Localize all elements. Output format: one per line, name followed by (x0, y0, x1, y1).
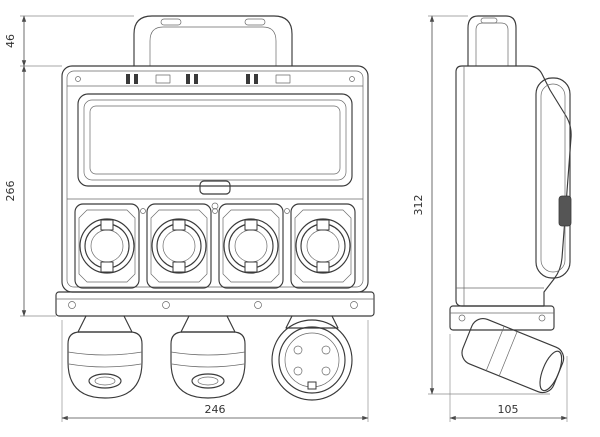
plate-screw (284, 208, 290, 214)
schuko-earth-notch (172, 219, 186, 231)
cee-keyway (307, 381, 317, 390)
socket-plate-1 (74, 203, 140, 289)
side-body (455, 65, 572, 307)
dim-label-46: 46 (4, 34, 17, 48)
transparent-lid (67, 93, 363, 210)
cee-pin-hole (321, 345, 331, 355)
dim-label-105: 105 (498, 403, 519, 416)
handle-grip-pad (160, 18, 182, 26)
plate-screw (212, 208, 218, 214)
side-cee-outlet (461, 318, 565, 394)
dimension-body-width: 246 (61, 320, 369, 422)
cee-socket-front (271, 315, 353, 401)
plate-screw (140, 208, 146, 214)
lid-latch-tab (199, 180, 231, 195)
schuko-earth-notch (244, 219, 258, 231)
bottom-flange (55, 291, 375, 317)
front-view (55, 15, 375, 401)
schuko-earth-notch (316, 219, 330, 231)
side-lid-panel (535, 77, 571, 279)
schuko-earth-notch (100, 219, 114, 231)
dimension-handle-height: 46 (4, 15, 134, 67)
dim-label-266: 266 (4, 181, 17, 202)
bottom-capped-socket-middle (170, 315, 246, 399)
carry-handle (133, 15, 293, 67)
bottom-capped-socket-left (67, 315, 143, 399)
dim-label-312: 312 (412, 195, 425, 216)
cee-pin-hole (293, 366, 303, 376)
schuko-earth-notch (316, 261, 330, 273)
schuko-earth-notch (172, 261, 186, 273)
schuko-earth-notch (100, 261, 114, 273)
side-base (449, 305, 555, 331)
dimension-body-height: 266 (4, 65, 56, 317)
schuko-earth-notch (244, 261, 258, 273)
cap-pull-tab (191, 373, 225, 389)
dim-label-246: 246 (205, 403, 226, 416)
dimension-total-height: 312 (412, 15, 550, 395)
socket-plate-3 (218, 203, 284, 289)
handle-grip-pad (244, 18, 266, 26)
side-latch (558, 195, 572, 227)
cap-pull-tab (88, 373, 122, 389)
cee-pin-hole (293, 345, 303, 355)
side-view (449, 15, 572, 394)
side-handle (467, 15, 517, 67)
dimension-depth: 105 (449, 334, 568, 422)
socket-plate-4 (290, 203, 356, 289)
lid-screw (211, 202, 219, 210)
socket-plate-2 (146, 203, 212, 289)
latch-slots (75, 74, 355, 84)
cee-pin-hole (321, 366, 331, 376)
